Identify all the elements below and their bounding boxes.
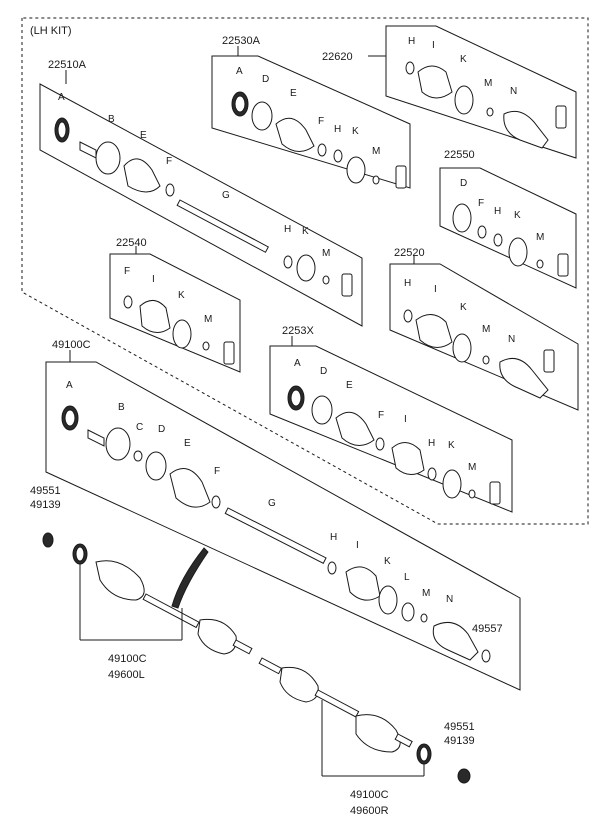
kit-49100C-part-c: C [136,422,143,433]
kit-22510A-part-m: M [322,248,330,259]
kit-49100C-part-a: A [66,380,73,391]
kit-2253X-part-e: E [346,380,353,391]
kit-2253X-part-f: F [378,410,384,421]
kit-49100C-part-k: K [384,556,391,567]
kit-22620-part-h: H [408,36,415,47]
kit-22530A-part-e: E [290,88,297,99]
kit-22510A-label: 22510A [48,59,87,71]
kit-49100C-part-g: G [268,498,276,509]
kit-2253X-part-h: H [428,438,435,449]
kit-22520-part-k: K [460,302,467,313]
kit-49100C-label: 49100C [52,339,91,351]
kit-22540-part-f: F [124,266,130,277]
callout-nut-left-2: 49139 [30,499,61,511]
kit-22530A-part-k: K [352,126,359,137]
kit-22510A-part-a: A [58,92,65,103]
callout-right-shaft-1: 49100C [350,789,389,801]
callout-nut-left-1: 49551 [30,485,61,497]
kit-22510A-part-b: B [108,114,115,125]
kit-22550-label: 22550 [444,149,475,161]
kit-22530A-part-h: H [334,124,341,135]
kit-2253X-part-i: I [404,414,407,425]
assembled-left-shaft [42,532,253,655]
kit-22540: 22540 F I K M [109,237,241,373]
kit-22530A-part-d: D [262,74,269,85]
kit-22510A-part-h: H [284,224,291,235]
kit-22620-label: 22620 [322,51,353,63]
kit-49100C-part-i: I [356,540,359,551]
kit-22540-part-k: K [178,290,185,301]
kit-2253X-part-m: M [468,462,476,473]
kit-49100C-part-e: E [184,438,191,449]
kit-49100C-part-f: F [214,466,220,477]
kit-22550-part-h: H [494,206,501,217]
callout-left-shaft-1: 49100C [108,653,147,665]
kit-22520-part-m: M [482,324,490,335]
callout-right-shaft-2: 49600R [350,805,389,817]
kit-49100C-part-h: H [330,532,337,543]
kit-22510A: 22510A A B E F G H K M [39,59,363,327]
kit-49100C-part-l: L [404,572,410,583]
kit-49100C-part-d: D [158,424,165,435]
kit-22520-label: 22520 [394,247,425,259]
callout-nut-right-1: 49551 [444,721,475,733]
kit-22510A-part-k: K [302,226,309,237]
kit-22520: 22520 H I K M N [389,247,579,411]
kit-22620-part-k: K [460,54,467,65]
kit-22530A-part-m: M [372,146,380,157]
kit-22620: 22620 H I K M N [322,25,577,159]
callout-nut-right-2: 49139 [444,735,475,747]
kit-2253X-label: 2253X [282,325,314,337]
kit-2253X-part-k: K [448,440,455,451]
callout-left-shaft-2: 49600L [108,669,145,681]
callout-ring-right: 49557 [472,623,503,635]
kit-49100C-part-m: M [422,588,430,599]
kit-22510A-part-e: E [140,130,147,141]
kit-22540-label: 22540 [116,237,147,249]
kit-22530A-part-a: A [236,66,243,77]
kit-22550: 22550 D F H K M [439,149,577,289]
kit-22530A-part-f: F [318,116,324,127]
kit-49100C: 49100C A B C D E F G H I K L M N [45,339,521,691]
kit-2253X: 2253X A D E F I H K M [269,325,513,513]
kit-2253X-part-d: D [320,366,327,377]
lh-kit-boundary [21,17,589,525]
kit-49100C-part-b: B [118,402,125,413]
kit-22550-part-d: D [460,178,467,189]
kit-22550-part-f: F [478,198,484,209]
kit-22620-part-m: M [484,78,492,89]
kit-22620-part-i: I [432,40,435,51]
kit-22510A-part-f: F [166,156,172,167]
kit-22540-part-i: I [152,274,155,285]
kit-22530A-label: 22530A [222,35,261,47]
kit-22550-part-m: M [536,232,544,243]
kit-22520-part-h: H [404,278,411,289]
kit-22550-part-k: K [514,210,521,221]
kit-2253X-part-a: A [294,358,301,369]
kit-22620-part-n: N [510,86,517,97]
kit-49100C-part-n: N [446,594,453,605]
assembled-right-shaft [258,649,491,784]
kit-22520-part-n: N [508,334,515,345]
kit-22530A: 22530A A D E F H K M [211,35,411,189]
kit-22520-part-i: I [434,284,437,295]
lh-kit-label: (LH KIT) [30,25,72,37]
kit-22510A-part-g: G [222,190,230,201]
kit-22540-part-m: M [204,314,212,325]
